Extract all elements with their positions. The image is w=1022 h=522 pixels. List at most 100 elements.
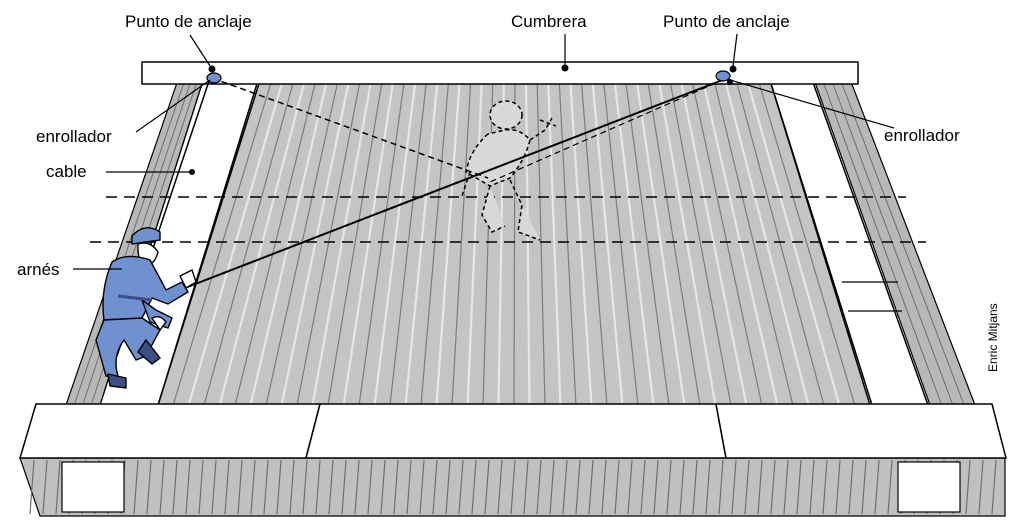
- bottom-rib: [224, 459, 230, 515]
- bottom-rib: [29, 459, 35, 515]
- bottom-rib: [978, 459, 984, 515]
- bottom-rib: [757, 459, 763, 515]
- corrugation-rib: [203, 75, 296, 405]
- bottom-rib: [263, 459, 269, 515]
- bottom-rib: [198, 459, 204, 515]
- bottom-rib: [796, 459, 802, 515]
- label-anchor-left: Punto de anclaje: [125, 12, 252, 31]
- bottom-gap-left: [61, 461, 125, 513]
- bottom-rib: [133, 459, 139, 515]
- bottom-rib: [55, 459, 61, 515]
- bottom-rib: [601, 459, 607, 515]
- corrugation-rib: [358, 75, 406, 405]
- bottom-rib: [783, 459, 789, 515]
- bottom-rib: [276, 459, 282, 515]
- bottom-rib: [354, 459, 360, 515]
- corrugation-rib: [296, 75, 362, 405]
- leader-anchor-right: [732, 33, 738, 67]
- corrugation-rib: [172, 75, 274, 405]
- bottom-rib: [549, 459, 555, 515]
- bottom-rib: [237, 459, 243, 515]
- corrugation-rib: [187, 75, 286, 405]
- worker-figure: [95, 227, 197, 389]
- corrugation-rib: [744, 75, 841, 405]
- credit-text: Enric Mitjans: [986, 303, 1000, 372]
- bottom-rib: [341, 459, 347, 515]
- corrugation-rib: [280, 75, 352, 405]
- bottom-rib: [471, 459, 477, 515]
- bottom-rib: [965, 459, 971, 515]
- corrugation-rib: [558, 75, 577, 405]
- corrugation-rib: [756, 75, 856, 405]
- corrugation-rib: [234, 75, 318, 405]
- bottom-rib: [523, 459, 529, 515]
- bottom-rib: [393, 459, 399, 515]
- leader-anchor-left: [189, 34, 211, 67]
- label-ridge: Cumbrera: [511, 12, 587, 31]
- corrugation-rib: [668, 75, 732, 405]
- bottom-rib: [731, 459, 737, 515]
- bottom-rib: [588, 459, 594, 515]
- corrugation-rib: [311, 75, 374, 405]
- bottom-rib: [185, 459, 191, 515]
- band-rib: [74, 75, 187, 405]
- corrugation-rib: [249, 75, 330, 405]
- label-reel-right: enrollador: [884, 126, 960, 145]
- corrugation-rib: [580, 75, 608, 405]
- corrugation-rib: [404, 75, 440, 405]
- corrugation-rib: [435, 75, 462, 405]
- label-reel-left: enrollador: [36, 127, 112, 146]
- corrugation-rib: [420, 75, 450, 405]
- bottom-rib: [445, 459, 451, 515]
- bottom-rib: [211, 459, 217, 515]
- bottom-rib: [861, 459, 867, 515]
- bottom-rib: [848, 459, 854, 515]
- band-rib: [838, 75, 965, 405]
- bottom-rib: [666, 459, 672, 515]
- bottom-rib: [614, 459, 620, 515]
- corrugation-rib: [342, 75, 396, 405]
- corrugation-rib: [546, 75, 562, 405]
- bottom-rib: [562, 459, 568, 515]
- bottom-rib: [302, 459, 308, 515]
- cable-right-dashed: [489, 78, 726, 183]
- cable-marker: [189, 169, 195, 175]
- bottom-rib: [874, 459, 880, 515]
- bottom-rib: [432, 459, 438, 515]
- corrugation-rib: [466, 75, 484, 405]
- leader-reel-right: [729, 79, 895, 129]
- right-band-ribs: [820, 75, 965, 405]
- corrugation-rib: [389, 75, 428, 405]
- corrugation-rib: [568, 75, 593, 405]
- bottom-rib: [458, 459, 464, 515]
- bottom-rib: [484, 459, 490, 515]
- corrugation-rib: [373, 75, 418, 405]
- bottom-rib: [809, 459, 815, 515]
- corrugation-rib: [524, 75, 531, 405]
- corrugation-rib: [624, 75, 670, 405]
- bottom-gap-right: [897, 461, 961, 513]
- corrugation-rib: [734, 75, 825, 405]
- leader-reel-left: [135, 79, 211, 133]
- corrugation-rib: [646, 75, 701, 405]
- bottom-rib: [315, 459, 321, 515]
- corrugation-rib: [482, 75, 494, 405]
- corrugation-rib: [327, 75, 384, 405]
- bottom-rib: [653, 459, 659, 515]
- bottom-rib: [679, 459, 685, 515]
- label-harness: arnés: [17, 260, 60, 279]
- bottom-rib: [289, 459, 295, 515]
- cable-right-solid: [171, 78, 726, 294]
- bottom-rib: [835, 459, 841, 515]
- bottom-rib: [887, 459, 893, 515]
- bottom-rib: [159, 459, 165, 515]
- corrugation-rib: [218, 75, 308, 405]
- reel-left: [206, 65, 222, 84]
- bottom-rib: [627, 459, 633, 515]
- ridge-board: [141, 61, 859, 85]
- bottom-rib: [367, 459, 373, 515]
- corrugation-rib: [634, 75, 686, 405]
- bottom-rib: [42, 459, 48, 515]
- bottom-rib: [991, 459, 997, 515]
